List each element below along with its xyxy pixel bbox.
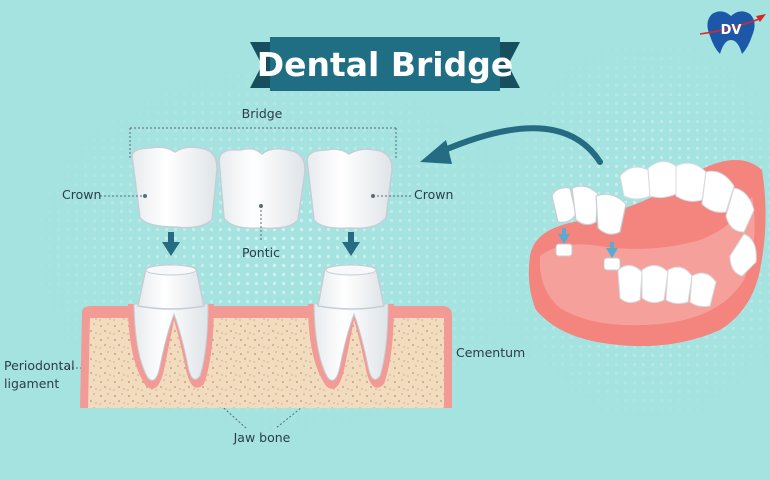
- tooth-plane-logo-icon: [756, 14, 766, 22]
- bridge-crowns: [131, 146, 393, 230]
- curved-arrow: [420, 125, 603, 165]
- cementum-label: Cementum: [456, 345, 525, 360]
- title-banner: Dental Bridge: [250, 37, 520, 91]
- bridge-bracket: [129, 127, 397, 160]
- jaw-section: [80, 264, 452, 408]
- periodontal-label-line2: ligament: [4, 376, 59, 391]
- down-arrows: [162, 232, 360, 256]
- pontic-label: Pontic: [242, 245, 280, 260]
- bridge-label: Bridge: [242, 106, 283, 121]
- page-title: Dental Bridge: [257, 45, 513, 84]
- jaw-bone-label: Jaw bone: [233, 430, 291, 445]
- logo: DV: [699, 11, 766, 54]
- left-crown: [131, 146, 218, 229]
- crown-right-label: Crown: [414, 187, 453, 202]
- crown-left-label: Crown: [62, 187, 101, 202]
- periodontal-label-line1: Periodontal: [4, 358, 75, 373]
- logo-text: DV: [721, 23, 742, 38]
- right-crown: [306, 148, 393, 230]
- pontic-crown: [218, 147, 306, 230]
- denture-model: [528, 160, 766, 347]
